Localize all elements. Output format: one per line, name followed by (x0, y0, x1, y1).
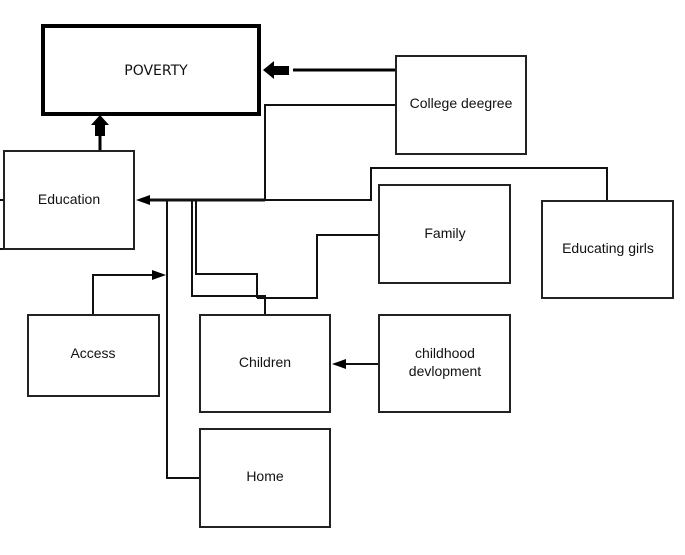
node-educating-girls[interactable]: Educating girls (541, 200, 674, 299)
arrow-head-to-children (332, 359, 346, 369)
node-children[interactable]: Children (199, 314, 331, 413)
childhood-box (378, 314, 511, 413)
girls-to-education-line (265, 167, 608, 201)
node-family[interactable]: Family (378, 184, 511, 284)
education-label: Education (38, 191, 100, 207)
children-label: Children (239, 354, 291, 370)
node-childhood-development[interactable]: childhood devlopment (378, 314, 511, 413)
family-label: Family (424, 225, 465, 241)
access-to-education-line (92, 274, 154, 315)
node-poverty[interactable]: POVERTY (41, 24, 261, 116)
college-label: College deegree (410, 95, 513, 111)
children-to-education-line (195, 200, 266, 315)
poverty-box (41, 24, 261, 116)
node-access[interactable]: Access (27, 314, 160, 397)
arrow-head-up-to-poverty (91, 115, 109, 136)
connectors (0, 61, 608, 479)
children-box (199, 314, 331, 413)
poverty-label: POVERTY (124, 63, 188, 79)
home-box (199, 428, 331, 528)
college-box (395, 55, 527, 155)
childhood-label-line1: childhood (415, 345, 475, 361)
educating-girls-box (541, 200, 674, 299)
arrow-head-from-access (152, 270, 166, 280)
educating-girls-label: Educating girls (562, 240, 654, 256)
arrow-head-to-education (136, 195, 150, 205)
access-label: Access (70, 345, 115, 361)
home-to-education-line (166, 200, 200, 479)
childhood-label-line2: devlopment (409, 363, 481, 379)
family-to-education-line (257, 234, 379, 299)
home-label: Home (246, 468, 284, 484)
arrow-head-to-poverty (263, 61, 289, 79)
access-box (27, 314, 160, 397)
node-home[interactable]: Home (199, 428, 331, 528)
education-box (3, 150, 135, 250)
node-college-degree[interactable]: College deegree (395, 55, 527, 155)
family-box (378, 184, 511, 284)
children-path-outer (191, 200, 258, 298)
node-education[interactable]: Education (3, 150, 135, 250)
college-to-education-line (264, 104, 396, 200)
